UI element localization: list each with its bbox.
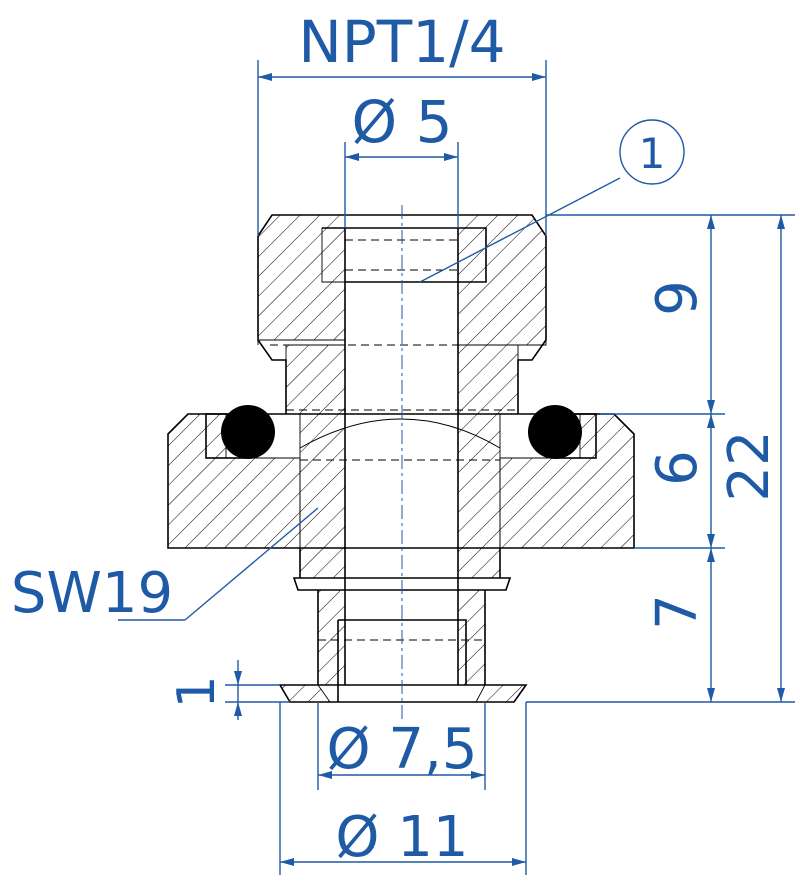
lower-bore-step <box>338 619 467 685</box>
hex-outline <box>257 214 547 414</box>
dim-wrench-size: SW19 <box>11 561 173 626</box>
thread-counterbore <box>322 227 487 283</box>
internal-curve <box>299 418 501 449</box>
sleeve-left <box>299 413 346 579</box>
dim-height-middle: 6 <box>645 450 710 486</box>
shank-right <box>457 344 519 415</box>
groove-ring <box>292 577 512 591</box>
dim-height-total: 22 <box>717 430 782 501</box>
shank-left <box>285 344 346 415</box>
dim-bore-diameter: Ø 5 <box>352 88 453 156</box>
bottom-lip-left <box>279 684 331 703</box>
callout-circle <box>619 119 685 185</box>
hex-head-right <box>457 214 547 346</box>
dim-height-top: 9 <box>645 280 710 316</box>
spigot-outline <box>278 548 528 703</box>
dim-spigot-diameter: Ø 7,5 <box>327 717 478 782</box>
oring-right <box>528 405 582 459</box>
oring-left <box>221 405 275 459</box>
dimension-lines <box>118 60 795 875</box>
dim-flange-thickness: 1 <box>167 675 227 708</box>
flange-outline <box>167 413 635 549</box>
spigot-right <box>457 589 486 686</box>
sleeve-right <box>457 413 501 579</box>
bottom-lip-right <box>475 684 527 703</box>
spigot-left <box>317 589 346 686</box>
dim-height-bottom: 7 <box>645 594 710 630</box>
dim-flange-diameter: Ø 11 <box>335 805 468 870</box>
hex-head-left <box>257 214 346 345</box>
dim-thread: NPT1/4 <box>298 8 505 76</box>
part-section <box>167 205 635 720</box>
callout-number: 1 <box>639 129 666 178</box>
